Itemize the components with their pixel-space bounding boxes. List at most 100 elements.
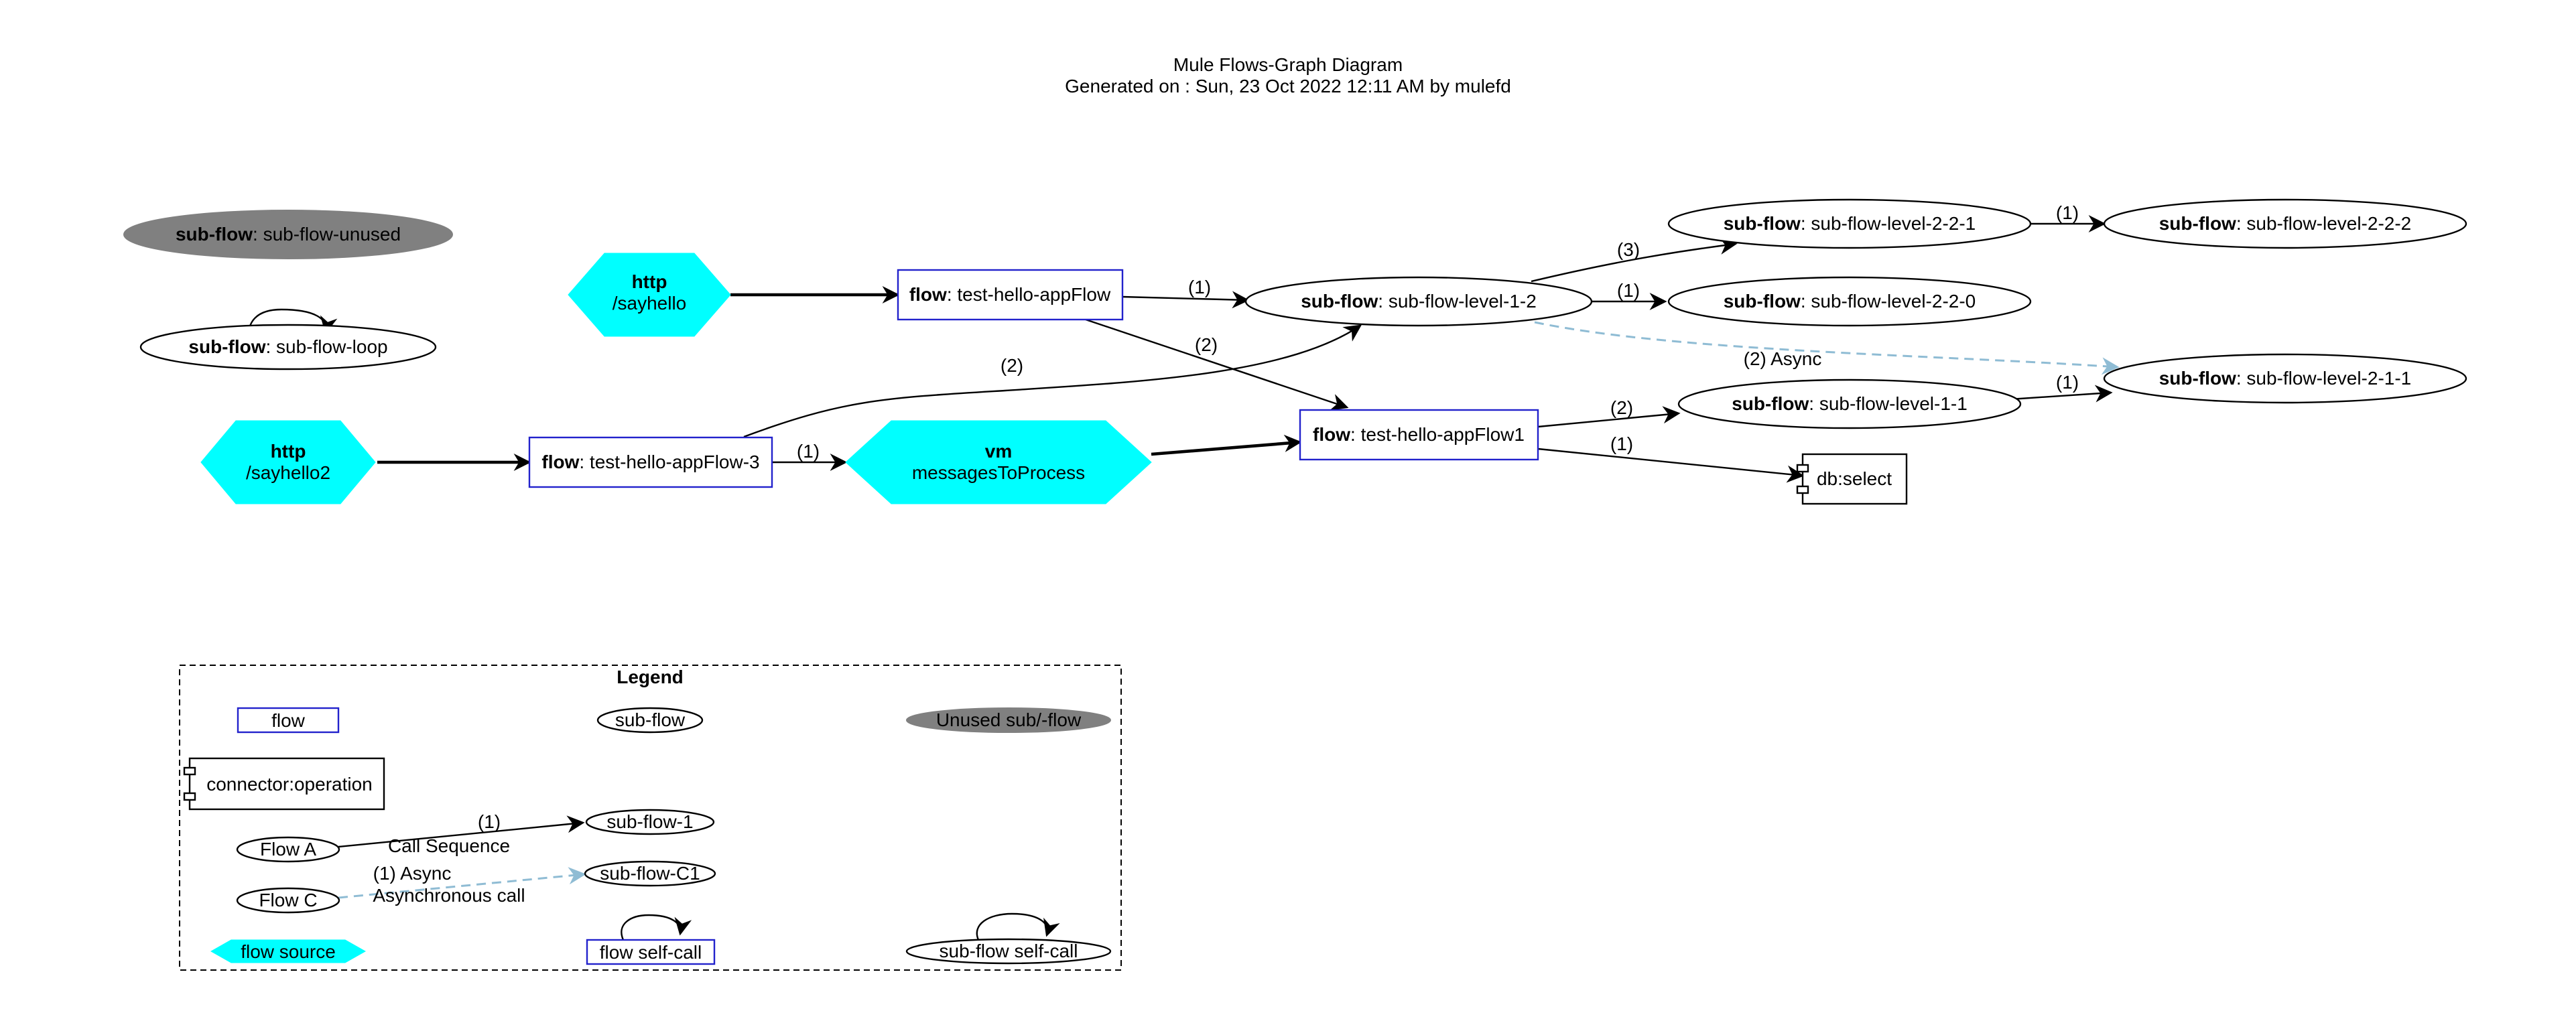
- connector-port-icon: [183, 766, 196, 776]
- legend-flow-label: flow: [271, 710, 306, 731]
- flow-source-shape: [568, 253, 731, 337]
- node-kind: sub-flow: [1301, 291, 1378, 312]
- node-kind: http: [271, 441, 306, 462]
- edge-appflow1-to-db-select: [1537, 448, 1805, 483]
- legend-sub-flow-self-call-label: sub-flow self-call: [940, 941, 1078, 961]
- legend-sub-flow-self-call-edge: [976, 912, 1060, 941]
- edge-appflow-to-level-1-2: [1122, 291, 1250, 309]
- legend-sub-flow-1-label: sub-flow-1: [606, 811, 693, 832]
- svg-text:sub-flow: sub-flow-level-1-2: sub-flow: sub-flow-level-1-2: [1301, 291, 1537, 312]
- node-flow-test-hello-appflow1: flow: test-hello-appFlow1: [1299, 409, 1539, 461]
- node-name: : sub-flow-level-1-1: [1809, 393, 1968, 414]
- legend-flow-self-call-shape: [586, 939, 716, 965]
- edge-vm-to-appflow1: [1151, 434, 1302, 456]
- node-sub-flow-unused: sub-flow: sub-flow-unused: [123, 210, 453, 259]
- edge-appflow1-to-level-1-1: [1537, 406, 1681, 428]
- node-name: : sub-flow-loop: [266, 336, 388, 357]
- node-http-sayhello2: http /sayhello2: [200, 420, 376, 504]
- legend-connector-label: connector:operation: [206, 774, 373, 795]
- node-kind: flow: [1313, 424, 1350, 445]
- edge-level-1-2-to-2-2-1: [1531, 237, 1738, 283]
- node-sub-flow-level-1-1: sub-flow: sub-flow-level-1-1: [1677, 379, 2022, 429]
- flow-source-shape: [845, 420, 1152, 504]
- node-vm-messages-to-process: vm messagesToProcess: [845, 420, 1152, 504]
- node-kind: sub-flow: [188, 336, 265, 357]
- node-kind: sub-flow: [176, 224, 253, 245]
- legend-sub-flow-1-shape: [585, 809, 715, 835]
- edge-label: (3): [1617, 239, 1640, 260]
- edges: (1) (2) (2) (1) (3) (1) (2) Async (1) (2…: [248, 202, 2120, 483]
- svg-text:flow: test-hello-appFlow-3: flow: test-hello-appFlow-3: [541, 452, 759, 472]
- legend-flow-shape: [237, 707, 340, 734]
- svg-text:sub-flow: sub-flow-level-2-1-1: sub-flow: sub-flow-level-2-1-1: [2159, 368, 2412, 389]
- node-name: : sub-flow-unused: [253, 224, 401, 245]
- svg-text:sub-flow: sub-flow-level-2-2-0: sub-flow: sub-flow-level-2-2-0: [1724, 291, 1976, 312]
- legend-sub-flow-shape: [596, 707, 704, 734]
- node-name: : sub-flow-level-2-1-1: [2236, 368, 2411, 389]
- node-name: messagesToProcess: [912, 462, 1085, 483]
- node-sub-flow-level-2-2-2: sub-flow: sub-flow-level-2-2-2: [2103, 198, 2467, 249]
- legend-flow-a-label: Flow A: [260, 839, 316, 860]
- connector-port-icon: [1796, 485, 1809, 494]
- svg-text:sub-flow: sub-flow-level-2-2-2: sub-flow: sub-flow-level-2-2-2: [2159, 213, 2412, 234]
- legend-flow-self-call-label: flow self-call: [600, 942, 702, 963]
- node-name: db:select: [1817, 468, 1892, 489]
- node-name: /sayhello2: [246, 462, 330, 483]
- node-kind: sub-flow: [1724, 213, 1801, 234]
- legend-call-edge: [338, 815, 585, 848]
- legend-sub-flow-c1-shape: [584, 860, 716, 887]
- node-sub-flow-loop: sub-flow: sub-flow-loop: [139, 324, 437, 370]
- edge-label: (1): [1617, 280, 1640, 301]
- node-name: /sayhello: [613, 293, 687, 314]
- edge-appflow-to-appflow1: [1085, 318, 1349, 411]
- legend-title: Legend: [617, 667, 684, 687]
- legend-call-sequence-label: Call Sequence: [388, 835, 510, 856]
- svg-text:sub-flow: sub-flow-level-1-1: sub-flow: sub-flow-level-1-1: [1732, 393, 1968, 414]
- node-sub-flow-level-1-2: sub-flow: sub-flow-level-1-2: [1244, 276, 1593, 327]
- svg-text:sub-flow: sub-flow-level-2-2-1: sub-flow: sub-flow-level-2-2-1: [1724, 213, 1976, 234]
- node-name: : sub-flow-level-1-2: [1378, 291, 1537, 312]
- edge-label: (2): [1001, 355, 1023, 376]
- connector-port-icon: [183, 792, 196, 801]
- svg-text:flow: test-hello-appFlow1: flow: test-hello-appFlow1: [1313, 424, 1525, 445]
- node-sub-flow-level-2-2-1: sub-flow: sub-flow-level-2-2-1: [1667, 198, 2032, 249]
- edge-label: (1): [2056, 372, 2079, 393]
- legend-unused-label: Unused sub/-flow: [936, 709, 1082, 730]
- node-flow-test-hello-appflow-3: flow: test-hello-appFlow-3: [528, 436, 773, 488]
- legend-flow-source-label: flow source: [241, 941, 336, 962]
- unused-sub-flow-shape: [123, 210, 453, 259]
- node-flow-test-hello-appflow: flow: test-hello-appFlow: [897, 269, 1124, 321]
- diagram-subtitle: Generated on : Sun, 23 Oct 2022 12:11 AM…: [1065, 76, 1511, 96]
- edge-label: (1): [797, 441, 820, 462]
- legend-sub-flow-c1-label: sub-flow-C1: [600, 863, 700, 884]
- node-name: : sub-flow-level-2-2-0: [1801, 291, 1976, 312]
- node-name: : sub-flow-level-2-2-2: [2236, 213, 2411, 234]
- node-name: : test-hello-appFlow: [947, 284, 1111, 305]
- connector-port-icon: [1796, 464, 1809, 473]
- node-db-select: db:select: [1796, 453, 1908, 505]
- legend-async-call-label: Asynchronous call: [373, 885, 525, 906]
- edge-label: (1): [1610, 433, 1633, 454]
- edge-label: (2) Async: [1744, 348, 1822, 369]
- legend-flow-c-label: Flow C: [259, 890, 317, 910]
- legend-sub-flow-label: sub-flow: [615, 709, 686, 730]
- legend-flow-self-call-edge: [621, 914, 692, 941]
- svg-text:sub-flow: sub-flow-unused: sub-flow: sub-flow-unused: [176, 224, 401, 245]
- edge-appflow3-to-level-1-2: [743, 324, 1362, 438]
- node-name: : test-hello-appFlow-3: [579, 452, 759, 472]
- legend-flow-source-shape: [210, 939, 367, 963]
- node-sub-flow-level-2-1-1: sub-flow: sub-flow-level-2-1-1: [2103, 353, 2467, 404]
- node-name: : test-hello-appFlow1: [1350, 424, 1525, 445]
- legend-call-number: (1): [478, 811, 501, 832]
- legend-sub-flow-self-call-shape: [905, 938, 1112, 965]
- node-kind: sub-flow: [1732, 393, 1809, 414]
- node-kind: flow: [909, 284, 947, 305]
- legend-async-number: (1) Async: [373, 863, 452, 884]
- svg-text:sub-flow: sub-flow-loop: sub-flow: sub-flow-loop: [188, 336, 387, 357]
- legend-async-edge: [338, 867, 586, 899]
- edge-label: (2): [1195, 334, 1218, 355]
- legend-flow-a-shape: [236, 836, 340, 863]
- legend-unused-shape: [906, 707, 1111, 733]
- edge-level-1-1-to-2-1-1: [2010, 385, 2113, 403]
